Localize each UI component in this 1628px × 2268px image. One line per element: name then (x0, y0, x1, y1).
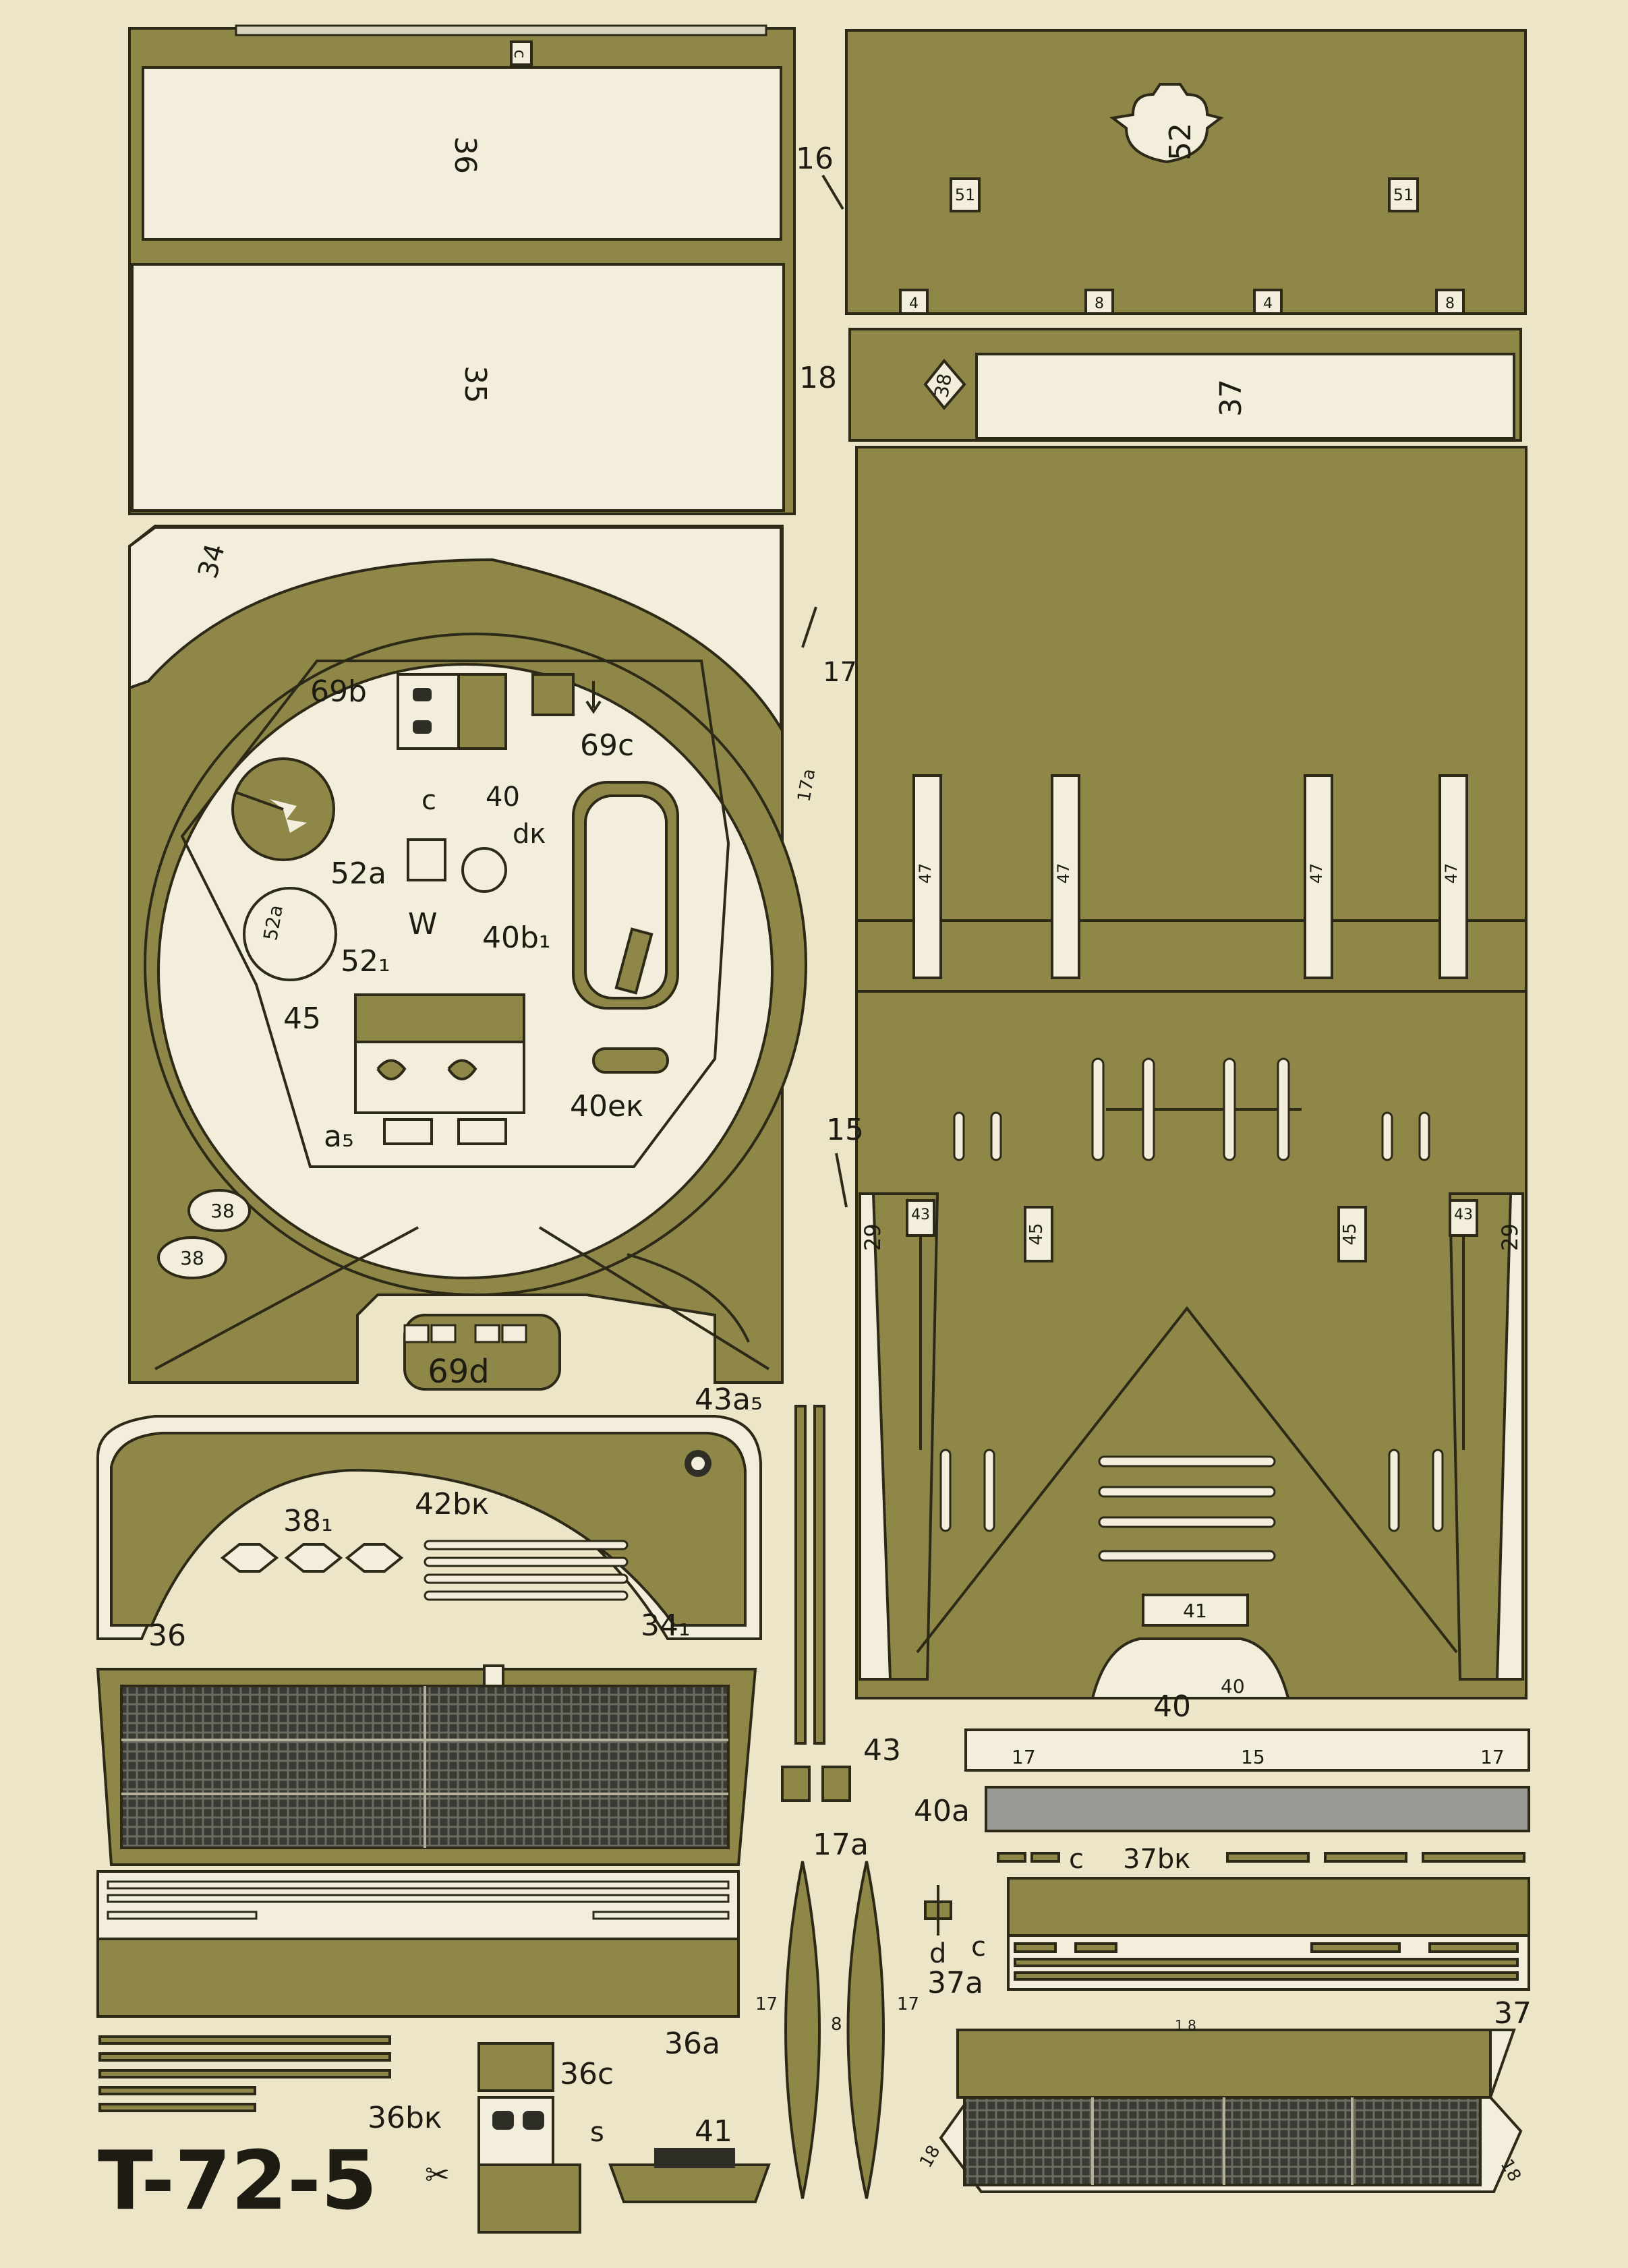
strip-17-15: 40 17 15 17 40a (914, 1689, 1530, 1832)
label-43-a: 43 (911, 1206, 930, 1223)
label-38-a: 38 (210, 1200, 235, 1222)
label-36bk: 36bк (368, 2101, 442, 2135)
label-47-c: 47 (1307, 863, 1326, 884)
label-17-r: 17 (897, 1994, 919, 2014)
label-37a-c: c (971, 1931, 986, 1962)
label-45-a: 45 (1026, 1223, 1047, 1245)
inner-plate: 69b 69c 52a 52a 52₁ c 40 dк W 40b₁ 40eк … (180, 660, 730, 1168)
label-52-1: 52₁ (341, 944, 390, 979)
label-8-mid: 8 (831, 2014, 842, 2035)
label-52: 52 (1163, 123, 1198, 161)
label-18: 18 (799, 361, 837, 395)
label-41: 41 (695, 2114, 732, 2149)
label-17a-pair: 17a (813, 1828, 869, 1862)
label-43-b: 43 (1454, 1206, 1473, 1223)
label-45-b: 45 (1340, 1223, 1360, 1245)
label-37bk: 37bк (1123, 1844, 1190, 1875)
label-41-mid: 41 (1183, 1600, 1207, 1622)
part-36c: 36c s ✂ (425, 2042, 614, 2234)
label-42bk: 42bк (415, 1487, 490, 1521)
label-69c: 69c (580, 728, 634, 763)
label-47-b: 47 (1054, 863, 1073, 884)
label-37a: 37a (927, 1966, 983, 2000)
label-38-c: 38 (930, 372, 956, 399)
panel-36-35: c 36 35 (128, 24, 796, 515)
panel-34: 38 38 34 17 17a 69d (128, 525, 857, 1391)
label-29-b: 29 (1497, 1223, 1523, 1251)
grille-36: 36 (96, 1619, 757, 1866)
label-c: c (511, 49, 529, 58)
label-17-strip-r: 17 (1480, 1746, 1505, 1768)
label-52a: 52a (330, 856, 386, 891)
label-47-d: 47 (1442, 863, 1461, 884)
panel-18-37: 38 37 18 (799, 328, 1522, 442)
panel-35 (131, 263, 785, 512)
label-40dk: dк (513, 819, 546, 850)
label-4-a: 4 (909, 295, 919, 312)
sheet-title: T-72-5 (98, 2134, 377, 2228)
label-36: 36 (448, 136, 482, 174)
label-47-a: 47 (916, 863, 935, 884)
label-36a: 36a (664, 2027, 720, 2061)
label-37-bottom: 37 (1494, 1996, 1532, 2031)
label-40b1: 40b₁ (482, 921, 551, 955)
panel-34-1: 38₁ 42bк 34₁ (96, 1415, 762, 1643)
label-17-side: 17 (823, 657, 857, 688)
label-51-b: 51 (1393, 185, 1414, 204)
label-34-1: 34₁ (641, 1608, 691, 1643)
label-15: 15 (826, 1113, 864, 1147)
label-40-bottom: 40 (1153, 1689, 1191, 1724)
label-45: 45 (283, 1001, 321, 1036)
label-40-c: c (421, 785, 436, 816)
label-69d: 69d (428, 1353, 490, 1391)
panel-15: 47 47 47 47 29 29 43 43 45 45 (826, 446, 1528, 1699)
strips-36bk: 36bк (98, 2035, 442, 2135)
label-37bk-c: c (1069, 1844, 1084, 1875)
panel-36 (142, 66, 782, 241)
panel-16: 52 51 51 4 8 4 8 16 (796, 29, 1527, 315)
label-W: W (408, 907, 438, 941)
label-36c: 36c (560, 2057, 614, 2091)
panel-36a: 36a (96, 1870, 740, 2061)
label-40-bottom-in: 40 (1221, 1675, 1245, 1697)
label-a5: a₅ (324, 1120, 354, 1154)
grille-37: 1 8 18 18 37 (916, 1996, 1532, 2193)
label-43-small: 43 (863, 1733, 901, 1768)
label-8-b: 8 (1445, 295, 1455, 312)
label-36-grille: 36 (148, 1619, 186, 1653)
label-8-a: 8 (1095, 295, 1104, 312)
label-17a-side: 17a (794, 767, 819, 803)
label-18-l: 18 (916, 2142, 945, 2172)
part-41: 41 (608, 2114, 771, 2203)
label-43a5: 43a₅ (695, 1383, 763, 1417)
label-15-strip: 15 (1241, 1746, 1265, 1768)
label-16: 16 (796, 142, 834, 176)
label-69b: 69b (310, 674, 367, 709)
label-37: 37 (1214, 379, 1248, 417)
label-51-a: 51 (955, 185, 976, 204)
scissors-icon: ✂ (425, 2158, 450, 2192)
label-1-8: 1 8 (1175, 2017, 1196, 2033)
label-40a: 40a (914, 1794, 970, 1828)
strips-43a5: 43a₅ 43 (695, 1383, 901, 1802)
label-38-1: 38₁ (283, 1504, 333, 1538)
label-40ek: 40eк (570, 1089, 644, 1124)
leaves-17a: 17a 17 8 17 (755, 1828, 919, 2199)
label-38-b: 38 (180, 1247, 204, 1269)
label-29-a: 29 (860, 1223, 885, 1251)
label-35: 35 (458, 366, 492, 403)
label-s: s (590, 2117, 604, 2148)
label-4-b: 4 (1263, 295, 1273, 312)
label-40: 40 (486, 782, 520, 813)
panel-37a: c 37bк c 37a d (924, 1844, 1530, 2000)
label-d: d (929, 1938, 946, 1969)
label-17-strip-l: 17 (1012, 1746, 1036, 1768)
label-17-l: 17 (755, 1994, 778, 2014)
